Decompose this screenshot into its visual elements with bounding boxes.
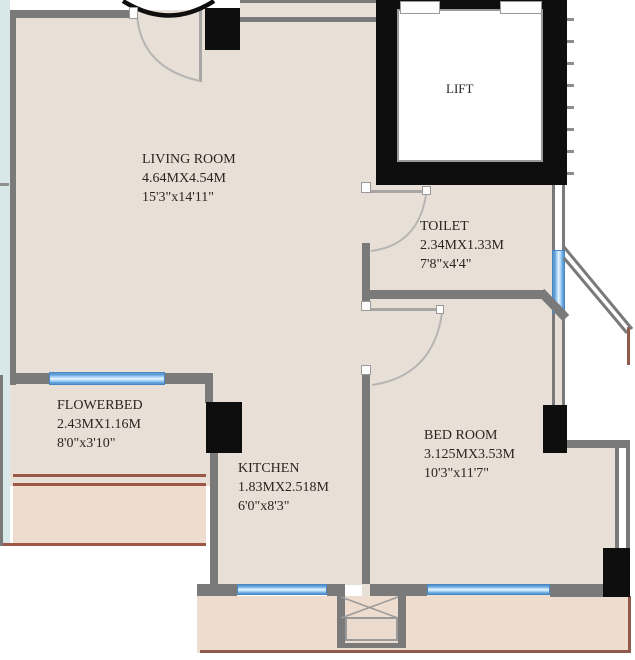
toilet-door-jamb-left	[361, 182, 371, 193]
stair-tick	[567, 40, 574, 43]
flowerbed-lower-ledge	[13, 486, 206, 544]
stair-tick	[567, 172, 574, 175]
toilet-door-leaf	[368, 190, 427, 193]
room-imperial: 10'3"x11'7"	[424, 466, 489, 481]
lift-south-wall	[376, 162, 567, 185]
room-metric: 3.125MX3.53M	[424, 447, 516, 462]
room-imperial: 15'3"x14'11"	[142, 190, 214, 205]
bedroom-east-wall	[615, 448, 630, 548]
left-duct-strip	[0, 0, 10, 546]
bedroom-window	[427, 584, 550, 595]
kitchen-south-wall-right	[400, 584, 427, 596]
lift-west-wall	[376, 0, 398, 185]
bedroom-door-jamb-end	[436, 305, 444, 314]
lift-cabin	[397, 9, 543, 162]
room-metric: 2.34MX1.33M	[420, 238, 505, 253]
entrance-door-jamb	[129, 7, 138, 19]
duct-bottom-wall	[337, 643, 406, 648]
divider-wall-upper	[362, 243, 370, 306]
entrance-column	[205, 8, 240, 50]
room-name: FLOWERBED	[57, 398, 143, 413]
stair-tick	[567, 62, 574, 65]
room-metric: 4.64MX4.54M	[142, 171, 227, 186]
exterior-notch	[565, 183, 635, 447]
top-wall-left	[12, 10, 132, 18]
kitchen-south-wall-mid	[327, 584, 337, 596]
toilet-door-jamb-right	[422, 186, 431, 195]
room-metric: 2.43MX1.16M	[57, 417, 142, 432]
stair-tick	[567, 106, 574, 109]
divider-wall-lower	[362, 373, 370, 584]
flowerbed-window	[49, 372, 165, 385]
chute-brown-edge	[627, 327, 630, 365]
bedroom-top-column	[543, 405, 567, 453]
room-name: BED ROOM	[424, 428, 498, 443]
stair-tick	[567, 128, 574, 131]
top-wall-right-frame	[240, 0, 382, 22]
toilet-east-wall-upper	[552, 185, 565, 250]
stair-tick	[567, 150, 574, 153]
stair-tick	[567, 18, 574, 21]
bedroom-door-jamb-top	[361, 301, 371, 311]
kitchen-label: KITCHEN 1.83MX2.518M 6'0"x8'3"	[238, 459, 329, 516]
toilet-window	[552, 250, 565, 313]
south-window-wall-left	[13, 373, 49, 384]
room-imperial: 8'0"x3'10"	[57, 436, 116, 451]
flowerbed-line-2	[13, 483, 206, 486]
bedroom-bottom-column	[603, 548, 630, 597]
living-room-label: LIVING ROOM 4.64MX4.54M 15'3"x14'11"	[142, 150, 236, 207]
bedroom-door-jamb-bottom	[361, 365, 371, 375]
bedroom-ne-wall	[567, 440, 630, 448]
left-wall-tick	[0, 183, 9, 186]
duct-right-wall	[398, 584, 406, 648]
room-name: KITCHEN	[238, 461, 300, 476]
flowerbed-line-1	[13, 474, 206, 477]
flowerbed-column	[206, 402, 242, 453]
kitchen-south-wall-left	[197, 584, 237, 596]
lift-door-left	[400, 1, 440, 14]
stair-tick	[567, 84, 574, 87]
kitchen-window	[237, 584, 327, 595]
west-wall	[10, 10, 16, 385]
lift-door-right	[500, 1, 542, 14]
duct-left-wall	[337, 584, 345, 648]
bedroom-label: BED ROOM 3.125MX3.53M 10'3"x11'7"	[424, 426, 515, 483]
room-imperial: 7'8"x4'4"	[420, 257, 472, 272]
balcony-bottom-line	[200, 650, 631, 653]
room-name: TOILET	[420, 219, 469, 234]
toilet-south-wall	[368, 290, 543, 299]
room-imperial: 6'0"x8'3"	[238, 499, 290, 514]
bedroom-door-leaf	[368, 308, 443, 311]
lift-label: LIFT	[446, 79, 473, 98]
flowerbed-label: FLOWERBED 2.43MX1.16M 8'0"x3'10"	[57, 396, 143, 453]
duct-inner-box	[345, 617, 398, 641]
south-window-wall-right	[165, 373, 213, 384]
bedroom-south-wall-right	[550, 584, 603, 597]
room-name: LIFT	[446, 81, 474, 96]
balcony-floor	[197, 596, 631, 653]
room-metric: 1.83MX2.518M	[238, 480, 330, 495]
room-name: LIVING ROOM	[142, 152, 236, 167]
toilet-label: TOILET 2.34MX1.33M 7'8"x4'4"	[420, 217, 504, 274]
entrance-door-leaf	[199, 10, 202, 82]
balcony-right-line	[628, 596, 631, 653]
lift-east-wall	[543, 0, 567, 185]
west-edge-lower	[0, 375, 3, 546]
toilet-east-wall-lower	[552, 313, 565, 405]
flowerbed-right-wall	[205, 373, 213, 403]
lift-top-bar	[397, 0, 543, 10]
kitchen-west-wall	[210, 453, 218, 584]
flowerbed-bottom-line	[0, 543, 206, 546]
